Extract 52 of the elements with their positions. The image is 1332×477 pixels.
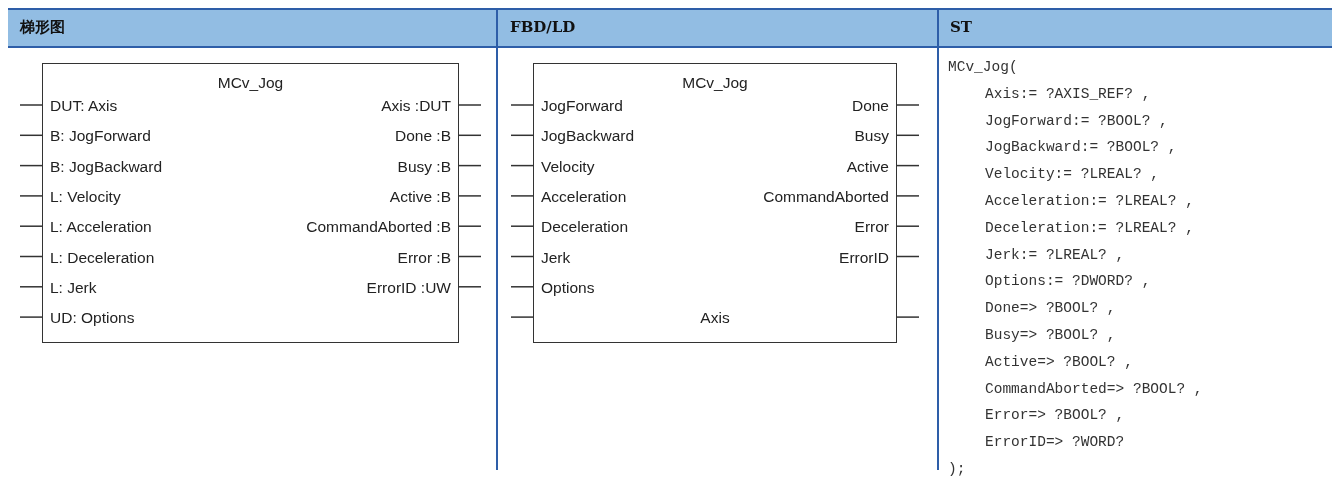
- pin-label: Deceleration: [541, 218, 629, 237]
- pin-label: Jerk: [541, 248, 571, 267]
- pin-label: Axis :DUT: [381, 97, 451, 115]
- code-line: Done=> ?BOOL? ,: [985, 299, 1116, 318]
- block-title: MCv_Jog: [216, 74, 285, 92]
- pin-label: ErrorID :UW: [366, 278, 451, 297]
- column-header: FBD/LD: [510, 18, 576, 36]
- pin-label: L: Acceleration: [50, 218, 152, 237]
- pin-label: ErrorID: [839, 248, 889, 267]
- pin-label: B: JogBackward: [50, 157, 162, 176]
- pin-label: UD: Options: [50, 309, 135, 328]
- pin-label: Busy: [854, 127, 889, 146]
- block-title: MCv_Jog: [681, 74, 749, 92]
- code-line: JogForward:= ?BOOL? ,: [985, 111, 1168, 130]
- code-line: MCv_Jog(: [948, 58, 1018, 76]
- function-block: [533, 63, 897, 343]
- pin-label: Error: [854, 218, 889, 237]
- code-line: CommandAborted=> ?BOOL? ,: [985, 379, 1203, 398]
- pin-label: L: Deceleration: [50, 248, 155, 267]
- code-line: Jerk:= ?LREAL? ,: [985, 245, 1125, 264]
- pin-label: L: Jerk: [50, 278, 97, 297]
- code-line: Axis:= ?AXIS_REF? ,: [985, 84, 1151, 103]
- pin-label: Options: [541, 278, 595, 297]
- code-line: Velocity:= ?LREAL? ,: [985, 165, 1160, 184]
- code-line: JogBackward:= ?BOOL? ,: [985, 138, 1177, 157]
- pin-label: Done :B: [395, 127, 451, 146]
- code-line: );: [948, 460, 966, 477]
- code-line: Acceleration:= ?LREAL? ,: [985, 192, 1194, 210]
- pin-label: Velocity: [541, 157, 595, 176]
- pin-label: CommandAborted :B: [306, 218, 451, 237]
- code-line: Deceleration:= ?LREAL? ,: [985, 218, 1194, 237]
- code-line: Error=> ?BOOL? ,: [985, 406, 1125, 425]
- pin-label: Axis: [699, 309, 731, 328]
- code-line: ErrorID=> ?WORD?: [985, 433, 1125, 452]
- column-header: ST: [950, 18, 972, 36]
- pin-label: B: JogForward: [50, 127, 151, 146]
- pin-label: L: Velocity: [50, 187, 121, 206]
- pin-label: JogForward: [541, 97, 623, 115]
- pin-label: Active :B: [389, 187, 451, 206]
- code-line: Busy=> ?BOOL? ,: [985, 326, 1116, 344]
- pin-label: CommandAborted: [763, 187, 889, 206]
- pin-label: Done: [851, 97, 889, 115]
- column-header: 梯形图: [20, 18, 65, 37]
- code-line: Options:= ?DWORD? ,: [985, 272, 1151, 291]
- code-line: Active=> ?BOOL? ,: [985, 352, 1133, 371]
- pin-label: DUT: Axis: [50, 97, 118, 115]
- pin-label: Busy :B: [397, 157, 451, 176]
- pin-label: JogBackward: [541, 127, 635, 146]
- pin-label: Active: [846, 157, 889, 176]
- pin-label: Acceleration: [541, 187, 627, 206]
- pin-label: Error :B: [397, 248, 451, 267]
- function-block: [42, 63, 459, 343]
